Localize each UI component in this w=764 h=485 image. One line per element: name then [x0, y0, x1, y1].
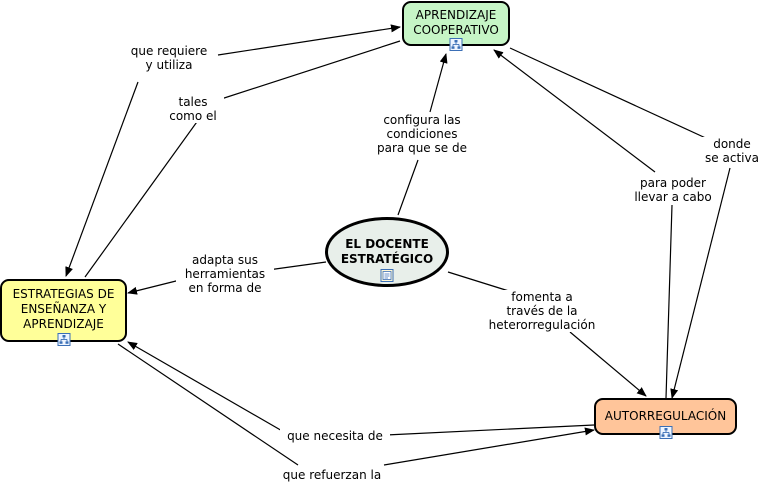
concept-label: EL DOCENTE ESTRATÉGICO	[340, 237, 434, 266]
edge-fomenta-to-autorregulacion	[569, 331, 647, 397]
edge-refuerzan-to-autorregulacion	[383, 427, 595, 466]
document-icon[interactable]	[380, 269, 394, 282]
edge-docente-to-fomenta	[447, 271, 513, 293]
link-configura: configura las condiciones para que se de	[370, 113, 474, 155]
concept-map-icon[interactable]	[659, 426, 672, 439]
link-donde-activa: donde se activa	[700, 137, 764, 165]
link-fomenta: fomenta a través de la heterorregulación	[480, 290, 604, 332]
concept-aprendizaje-cooperativo[interactable]: APRENDIZAJE COOPERATIVO	[402, 1, 510, 51]
edge-donde-to-autorregulacion	[670, 167, 731, 399]
link-para-poder: para poder llevar a cabo	[626, 176, 720, 204]
concept-estrategias-ensenanza-aprendizaje[interactable]: ESTRATEGIAS DE ENSEÑANZA Y APRENDIZAJE	[0, 279, 127, 346]
edge-autorregulacion-to-necesita	[385, 424, 595, 436]
edge-que-requiere-to-cooperativo	[217, 24, 401, 56]
concept-autorregulacion[interactable]: AUTORREGULACIÓN	[594, 398, 737, 439]
concept-label: AUTORREGULACIÓN	[604, 409, 727, 423]
edge-docente-to-configura	[397, 159, 419, 216]
concept-label: APRENDIZAJE COOPERATIVO	[413, 8, 499, 37]
concept-el-docente-estrategico[interactable]: EL DOCENTE ESTRATÉGICO	[325, 217, 449, 287]
concept-map-icon[interactable]	[57, 333, 70, 346]
edge-configura-to-cooperativo	[429, 53, 448, 113]
link-refuerzan: que refuerzan la	[274, 468, 390, 482]
edge-docente-to-adapta	[267, 261, 327, 271]
edge-autorregulacion-to-para-poder	[665, 204, 673, 399]
edge-cooperativo-to-donde	[509, 47, 711, 141]
link-que-requiere: que requiere y utiliza	[128, 44, 210, 72]
edge-para-poder-to-cooperativo	[493, 49, 656, 173]
link-necesita: que necesita de	[280, 429, 390, 443]
link-tales-como: tales como el	[162, 95, 224, 123]
edge-estrategias-to-refuerzan	[117, 343, 299, 466]
edge-estrategias-to-que-requiere	[84, 100, 213, 278]
edge-necesita-to-estrategias	[127, 341, 285, 433]
edge-tales-como-to-estrategias	[65, 81, 139, 277]
concept-label: ESTRATEGIAS DE ENSEÑANZA Y APRENDIZAJE	[12, 287, 115, 331]
concept-map-icon[interactable]	[449, 38, 463, 51]
edge-cooperativo-to-tales-como	[217, 40, 401, 101]
link-adapta: adapta sus herramientas en forma de	[176, 253, 274, 295]
